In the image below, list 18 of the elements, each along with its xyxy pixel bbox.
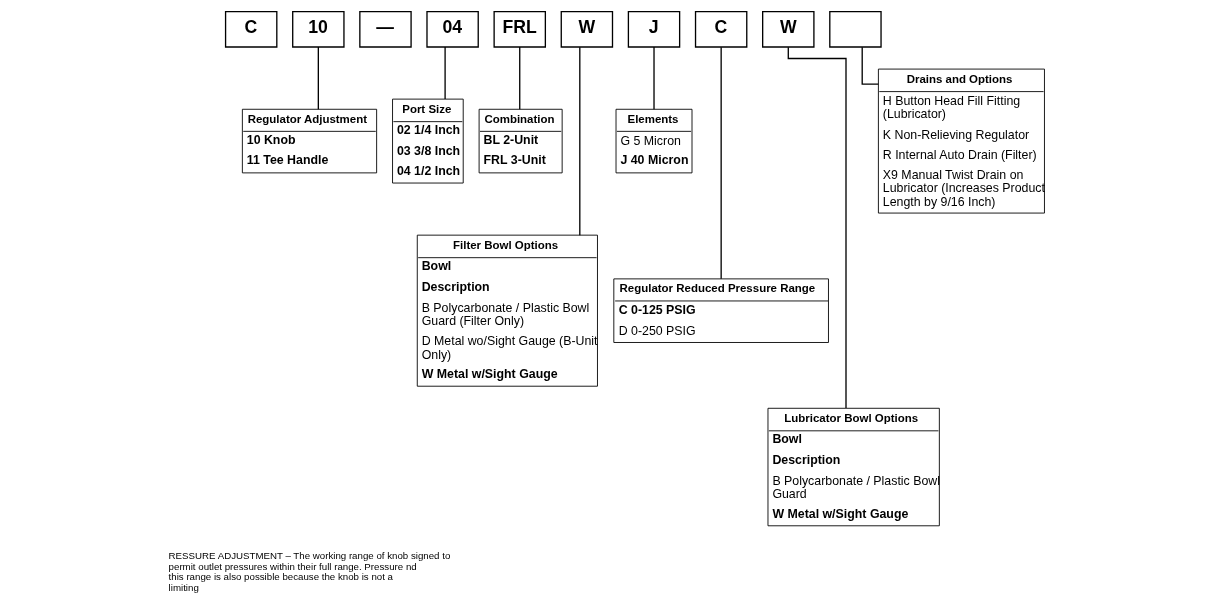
label: RESSURE ADJUSTMENT – The working range of knob signed to permit outlet pressures within their full range. Pressure nd this range is also possible because the knob is not a limiting xyxy=(168,550,450,593)
node-box: J xyxy=(627,11,680,48)
connector xyxy=(578,46,580,236)
connector xyxy=(720,46,722,280)
node-box: C xyxy=(224,11,277,48)
node-box: W xyxy=(761,11,815,48)
node-box: W xyxy=(560,11,613,48)
node-box: 10 xyxy=(291,11,345,48)
node-box: FRL xyxy=(492,11,546,48)
node-box: C xyxy=(694,11,747,48)
connector xyxy=(652,46,655,110)
node-box: 04 xyxy=(425,11,479,48)
connector xyxy=(787,46,847,409)
connector xyxy=(317,46,319,110)
node-box xyxy=(828,11,882,48)
connector xyxy=(518,46,520,110)
node-box: — xyxy=(358,11,412,48)
connector xyxy=(443,46,446,100)
